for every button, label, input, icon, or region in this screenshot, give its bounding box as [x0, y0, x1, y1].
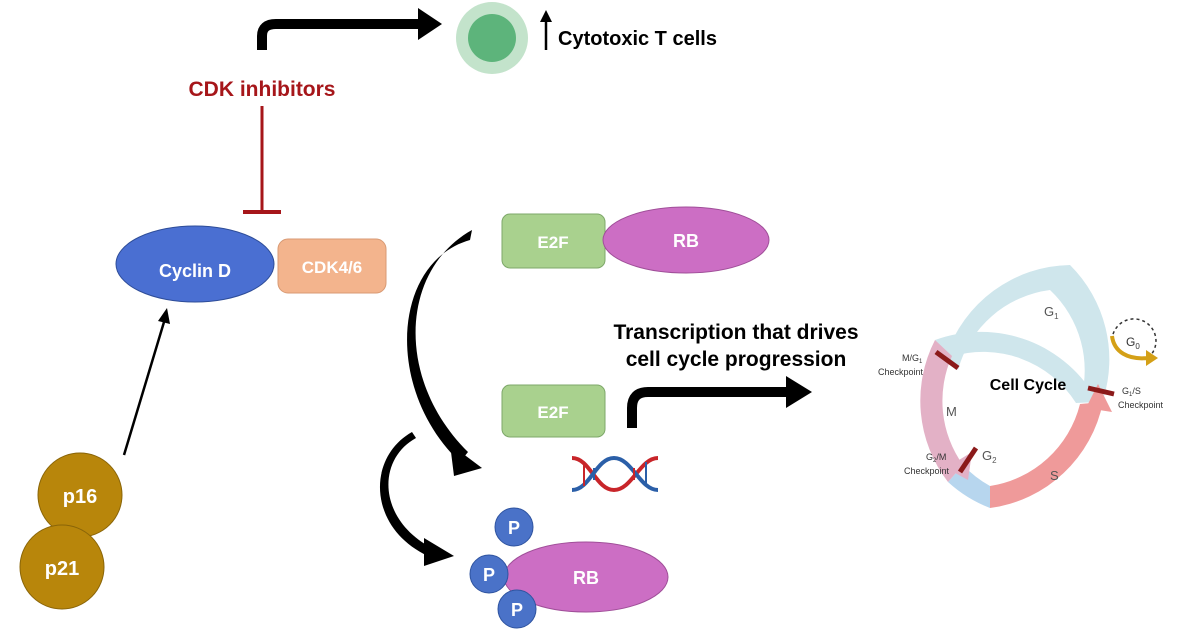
phase-m: [920, 340, 963, 482]
cyclin-d-label: Cyclin D: [159, 261, 231, 281]
phase-g1-label: G1: [1044, 304, 1059, 321]
checkpoint-g1-s-label-2: Checkpoint: [1118, 400, 1164, 410]
checkpoint-g2-m-label: G2/M: [926, 452, 946, 464]
phase-g1: [935, 331, 1098, 403]
phase-g0-label: G0: [1126, 335, 1140, 351]
p21: [19, 524, 105, 610]
curved-arrow-rb-head: [424, 538, 454, 566]
arrow-to-tcells-head: [418, 8, 442, 40]
phase-s-label: S: [1050, 468, 1059, 483]
rb-phos-label: RB: [573, 568, 599, 588]
phase-g2: [948, 465, 990, 508]
phosphate-2-label: P: [483, 565, 495, 585]
checkpoint-g1-s-label: G1/S: [1122, 386, 1141, 398]
cdk-inhibitors-label: CDK inhibitors: [189, 78, 336, 101]
cell-cycle-wheel: [920, 265, 1158, 508]
tcell-inner: [468, 14, 516, 62]
phosphate-2: [469, 554, 509, 594]
cyclin-d: [115, 225, 275, 303]
curved-arrow-main-head: [450, 444, 482, 476]
up-arrow-head: [540, 10, 552, 22]
g0-arrow: [1110, 335, 1149, 361]
dna-icon: [571, 455, 659, 493]
tcell-label: Cytotoxic T cells: [558, 28, 717, 50]
g0-loop: [1111, 318, 1157, 357]
cell-cycle-label: Cell Cycle: [990, 377, 1067, 394]
phase-m-label: M: [946, 404, 957, 419]
e2f-bound-label: E2F: [537, 233, 568, 252]
phosphate-1: [494, 507, 534, 547]
p21-label: p21: [45, 558, 79, 580]
checkpoint-m-g1-label-2: Checkpoint: [878, 367, 924, 377]
arrow-to-tcells: [257, 19, 420, 50]
phosphate-3-label: P: [511, 600, 523, 620]
arrow-p16-to-cyclin: [122, 321, 166, 456]
checkpoint-g2-m-label-2: Checkpoint: [904, 466, 950, 476]
arrow-to-cell-cycle-head: [786, 376, 812, 408]
phase-g2-label: G2: [982, 448, 997, 465]
arrow-to-cell-cycle: [627, 387, 790, 428]
checkpoint-m-g1-label: M/G1: [902, 353, 923, 365]
checkpoint-g1-s: [1087, 385, 1115, 397]
phosphate-1-label: P: [508, 518, 520, 538]
phase-s: [990, 402, 1103, 508]
transcription-label-1: Transcription that drives: [613, 321, 858, 344]
e2f-free-label: E2F: [537, 403, 568, 422]
checkpoint-g2-m: [957, 446, 979, 474]
checkpoint-m-g1: [934, 349, 960, 371]
cdk46: [277, 238, 387, 294]
transcription-label-2: cell cycle progression: [626, 348, 847, 371]
p16-label: p16: [63, 486, 97, 508]
curved-arrow-main: [407, 230, 472, 462]
e2f-free: [501, 384, 606, 438]
phosphate-3: [497, 589, 537, 629]
cdk46-label: CDK4/6: [302, 258, 362, 277]
curved-arrow-rb: [379, 432, 432, 556]
rb-bound: [602, 206, 770, 274]
rb-bound-label: RB: [673, 231, 699, 251]
arrow-p16-to-cyclin-head: [158, 308, 170, 324]
